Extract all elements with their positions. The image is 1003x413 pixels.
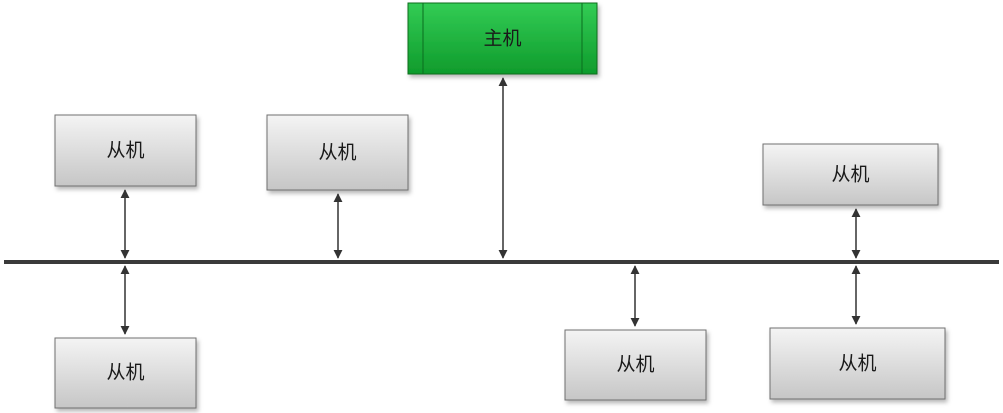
slave-node-5-label: 从机 <box>616 354 654 376</box>
slave-node-6-label: 从机 <box>838 353 876 375</box>
slave-node-1-label: 从机 <box>106 140 144 162</box>
slave-node-4-label: 从机 <box>106 362 144 384</box>
slave-node-6: 从机 <box>769 327 946 400</box>
slave-node-3: 从机 <box>762 143 939 206</box>
slave-node-1: 从机 <box>54 114 197 187</box>
master-node: 主机 <box>407 2 598 75</box>
slave-node-2: 从机 <box>266 114 409 191</box>
slave-node-2-label: 从机 <box>318 142 356 164</box>
slave-node-4: 从机 <box>54 337 197 409</box>
slave-node-5: 从机 <box>564 329 707 401</box>
master-node-label: 主机 <box>483 28 521 50</box>
slave-node-3-label: 从机 <box>831 164 869 186</box>
